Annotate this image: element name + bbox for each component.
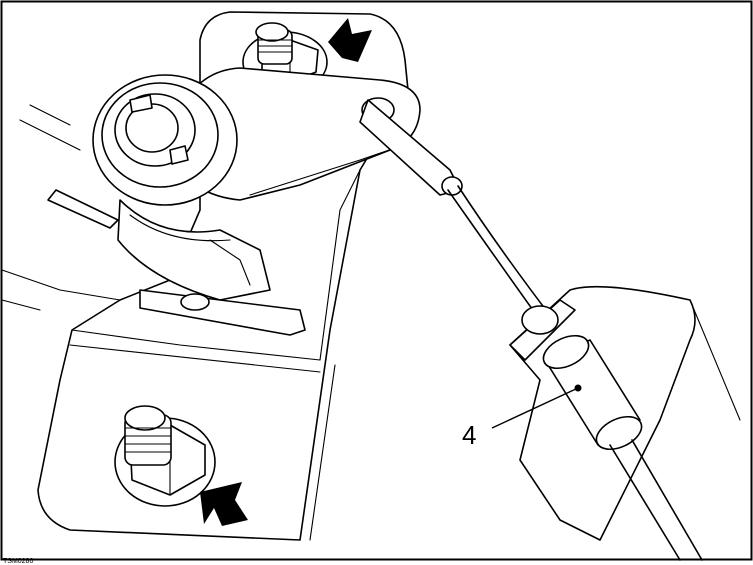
callout-dot: [574, 384, 582, 392]
arrow-indicator-icon: [328, 18, 372, 62]
lever-pivot: [92, 74, 271, 301]
bottom-stud-nut: [114, 405, 216, 507]
throttle-cable: [447, 185, 553, 321]
spring-clip: [139, 289, 306, 336]
engine-body-outline: [1, 104, 121, 311]
callout-leader-line: [491, 387, 579, 429]
callout-label: 4: [462, 420, 476, 450]
figure-reference-code: TSM0280: [3, 558, 33, 565]
cable-sleeve: [542, 334, 703, 561]
arrow-indicator-icon: [200, 482, 248, 526]
